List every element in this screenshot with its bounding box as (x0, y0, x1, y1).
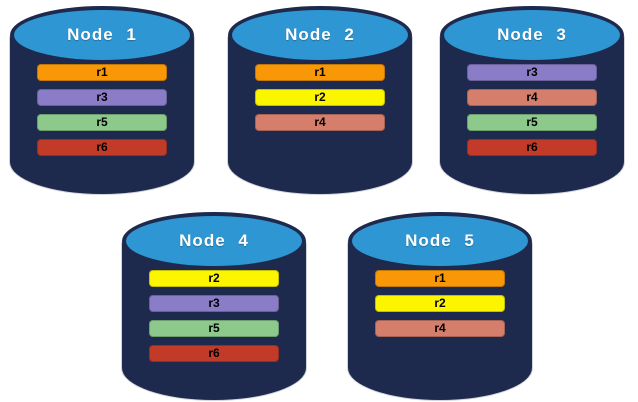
replica-bar-list: r3 r4 r5 r6 (440, 64, 624, 156)
node-label: Node 4 (179, 231, 249, 250)
replica-bar-r3: r3 (37, 89, 167, 106)
cylinder-top-ellipse: Node 2 (228, 6, 412, 64)
node-cylinder-2: Node 2 r1 r2 r4 (228, 6, 412, 194)
node-cylinder-4: Node 4 r2 r3 r5 r6 (122, 212, 306, 400)
cylinder-top-ellipse: Node 3 (440, 6, 624, 64)
replica-bar-r3: r3 (149, 295, 279, 312)
replica-bar-list: r2 r3 r5 r6 (122, 270, 306, 362)
replica-bar-list: r1 r3 r5 r6 (10, 64, 194, 156)
replica-bar-r2: r2 (149, 270, 279, 287)
replica-bar-list: r1 r2 r4 (228, 64, 412, 131)
replica-bar-r1: r1 (375, 270, 505, 287)
node-cylinder-3: Node 3 r3 r4 r5 r6 (440, 6, 624, 194)
cylinder-top-ellipse: Node 4 (122, 212, 306, 270)
node-label: Node 3 (497, 25, 567, 44)
node-label: Node 2 (285, 25, 355, 44)
node-cylinder-1: Node 1 r1 r3 r5 r6 (10, 6, 194, 194)
replica-bar-list: r1 r2 r4 (348, 270, 532, 337)
replica-bar-r2: r2 (375, 295, 505, 312)
replica-bar-r5: r5 (37, 114, 167, 131)
replica-bar-r3: r3 (467, 64, 597, 81)
replica-bar-r5: r5 (149, 320, 279, 337)
replica-bar-r1: r1 (255, 64, 385, 81)
replica-bar-r6: r6 (149, 345, 279, 362)
replica-bar-r2: r2 (255, 89, 385, 106)
replica-bar-r6: r6 (37, 139, 167, 156)
replica-bar-r5: r5 (467, 114, 597, 131)
replica-bar-r6: r6 (467, 139, 597, 156)
cylinder-top-ellipse: Node 1 (10, 6, 194, 64)
cylinder-top-ellipse: Node 5 (348, 212, 532, 270)
replica-bar-r4: r4 (255, 114, 385, 131)
replica-bar-r4: r4 (375, 320, 505, 337)
node-label: Node 1 (67, 25, 137, 44)
node-cylinder-5: Node 5 r1 r2 r4 (348, 212, 532, 400)
replica-bar-r1: r1 (37, 64, 167, 81)
node-label: Node 5 (405, 231, 475, 250)
replica-bar-r4: r4 (467, 89, 597, 106)
